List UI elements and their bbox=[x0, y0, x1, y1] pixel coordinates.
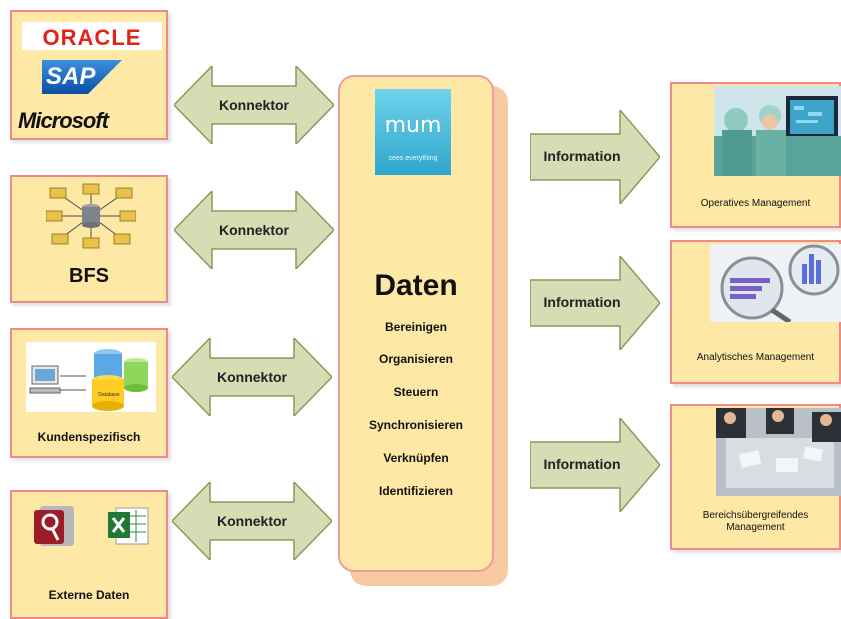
information-label: Information bbox=[543, 456, 621, 472]
connector-label: Konnektor bbox=[219, 222, 289, 238]
data-item-verknuepfen: Verknüpfen bbox=[383, 451, 449, 465]
source-box-external: Externe Daten bbox=[10, 490, 168, 619]
mum-logo-subtext: sees everything bbox=[388, 155, 438, 162]
information-arrow-3: Information bbox=[530, 418, 660, 512]
information-label: Information bbox=[543, 148, 621, 164]
sap-logo-shape bbox=[42, 60, 122, 94]
surgeons-photo bbox=[714, 86, 841, 176]
double-arrow-icon bbox=[174, 66, 334, 144]
output-label-bereich: Bereichsübergreifendes Management bbox=[702, 510, 809, 533]
bfs-label: BFS bbox=[69, 265, 109, 287]
source-box-erp: ORACLE SAP Microsoft bbox=[10, 10, 168, 140]
data-item-identifizieren: Identifizieren bbox=[378, 484, 453, 498]
output-box-analytisch: Analytisches Management bbox=[670, 240, 841, 384]
sap-logo: SAP bbox=[42, 60, 122, 94]
connector-label: Konnektor bbox=[217, 513, 287, 529]
meeting-photo bbox=[716, 408, 841, 496]
output-box-operativ: Operatives Management bbox=[670, 82, 841, 228]
data-item-steuern: Steuern bbox=[393, 385, 439, 399]
connector-arrow-1: Konnektor bbox=[174, 66, 334, 144]
double-arrow-icon bbox=[174, 191, 334, 269]
data-item-synchronisieren: Synchronisieren bbox=[368, 418, 464, 432]
mum-logo-text: mum bbox=[384, 113, 442, 138]
analytics-chart-photo bbox=[710, 244, 841, 325]
connector-arrow-3: Konnektor bbox=[172, 338, 332, 416]
database-icon: Database bbox=[26, 342, 156, 412]
connector-arrow-4: Konnektor bbox=[172, 482, 332, 560]
connector-arrow-2: Konnektor bbox=[174, 191, 334, 269]
external-label: Externe Daten bbox=[48, 588, 130, 602]
custom-label: Kundenspezifisch bbox=[37, 430, 141, 444]
data-item-organisieren: Organisieren bbox=[378, 352, 454, 366]
database-label: Database bbox=[98, 392, 120, 398]
data-item-bereinigen: Bereinigen bbox=[384, 320, 447, 334]
output-label-analytisch: Analytisches Management bbox=[696, 352, 815, 363]
connector-label: Konnektor bbox=[217, 369, 287, 385]
microsoft-logo: Microsoft bbox=[18, 108, 109, 133]
source-box-custom: Database Kundenspezifisch bbox=[10, 328, 168, 458]
oracle-logo: ORACLE bbox=[22, 22, 162, 50]
data-center-box: mum sees everything Daten Bereinigen Org… bbox=[338, 75, 494, 572]
network-diagram-icon bbox=[45, 183, 137, 249]
information-arrow-1: Information bbox=[530, 110, 660, 204]
output-label-operativ: Operatives Management bbox=[700, 198, 811, 209]
double-arrow-icon bbox=[172, 338, 332, 416]
connector-label: Konnektor bbox=[219, 97, 289, 113]
information-arrow-2: Information bbox=[530, 256, 660, 350]
right-arrow-icon bbox=[530, 418, 660, 512]
access-icon bbox=[34, 504, 76, 548]
excel-icon bbox=[108, 504, 150, 548]
data-title: Daten bbox=[374, 269, 458, 302]
right-arrow-icon bbox=[530, 256, 660, 350]
information-label: Information bbox=[543, 294, 621, 310]
source-box-bfs: BFS bbox=[10, 175, 168, 303]
mum-logo: mum sees everything bbox=[375, 89, 451, 175]
right-arrow-icon bbox=[530, 110, 660, 204]
output-box-bereich: Bereichsübergreifendes Management bbox=[670, 404, 841, 550]
double-arrow-icon bbox=[172, 482, 332, 560]
